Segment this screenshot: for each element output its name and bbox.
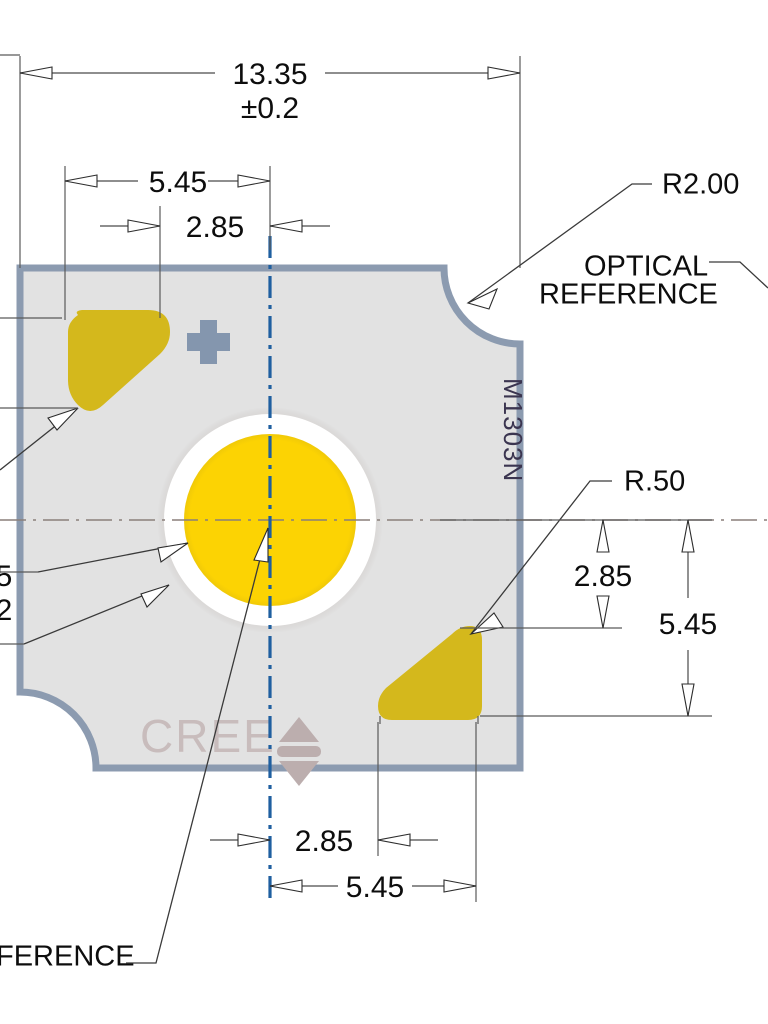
annotation-pad-radius: R.50 xyxy=(469,466,685,635)
pad-radius-label: R.50 xyxy=(624,466,685,498)
pad-top-left xyxy=(68,310,170,411)
top-2-85-value: 2.85 xyxy=(186,211,244,244)
reference-cut-label: FERENCE xyxy=(0,941,135,973)
left-cut-value-1: 5 xyxy=(0,560,12,593)
dimension-bottom-5-45: 5.45 xyxy=(269,722,477,904)
optical-reference-line2: REFERENCE xyxy=(539,279,718,311)
overall-width-value: 13.35 xyxy=(232,58,307,91)
top-5-45-value: 5.45 xyxy=(149,166,207,199)
corner-radius-label: R2.00 xyxy=(662,169,739,201)
bottom-5-45-value: 5.45 xyxy=(346,871,404,904)
solder-pads-group xyxy=(68,310,482,720)
pad-bottom-right xyxy=(378,626,482,720)
centerlines-group xyxy=(0,236,768,900)
dimension-bottom-2-85: 2.85 xyxy=(210,722,438,858)
anode-plus-icon xyxy=(187,320,230,364)
bottom-2-85-value: 2.85 xyxy=(295,825,353,858)
annotation-corner-radius: R2.00 xyxy=(466,169,739,310)
overall-width-tolerance: ±0.2 xyxy=(241,92,299,125)
dimension-overall-width: 13.35 ±0.2 xyxy=(19,56,521,268)
left-cut-value-2: 2 xyxy=(0,594,12,627)
annotation-reference-bottom-left: FERENCE xyxy=(0,527,269,973)
right-5-45-value: 5.45 xyxy=(659,608,717,641)
dimension-right-2-85: 2.85 xyxy=(440,519,712,629)
body-markings-group: M1303N CREE xyxy=(140,320,528,786)
cree-arrow-glyph-icon xyxy=(277,717,321,786)
left-edge-leaders-group: 5 2 xyxy=(0,54,189,645)
dimension-right-5-45: 5.45 xyxy=(480,519,717,717)
optical-reference-line1: OPTICAL xyxy=(584,251,708,283)
annotation-optical-reference: OPTICAL REFERENCE xyxy=(539,251,768,311)
dimension-top-2-85: 2.85 xyxy=(100,206,330,318)
part-number-label: M1303N xyxy=(498,378,528,482)
right-2-85-value: 2.85 xyxy=(574,560,632,593)
dimension-top-5-45: 5.45 xyxy=(64,166,271,320)
brand-wordmark: CREE xyxy=(140,710,276,762)
pad-extension-lines-group xyxy=(379,716,479,724)
